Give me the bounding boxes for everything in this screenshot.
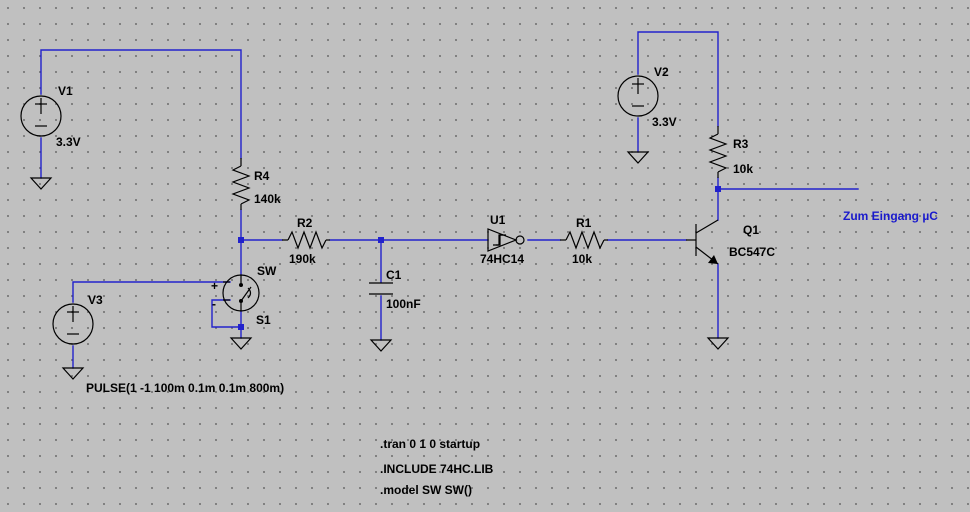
capacitor-c1[interactable] bbox=[369, 282, 393, 295]
ground-q1 bbox=[706, 337, 730, 350]
resistor-r2[interactable] bbox=[282, 230, 330, 250]
voltage-source-v1[interactable] bbox=[20, 95, 62, 137]
wire-switch-minus[interactable] bbox=[211, 299, 242, 328]
v3-name-label: V3 bbox=[88, 293, 103, 307]
u1-name-label: U1 bbox=[490, 213, 506, 227]
spice-directive-include[interactable]: .INCLUDE 74HC.LIB bbox=[380, 462, 494, 476]
wire-v3-plus[interactable] bbox=[72, 281, 231, 303]
voltage-source-v3[interactable] bbox=[52, 303, 94, 345]
wires bbox=[40, 31, 859, 369]
switch-s1[interactable] bbox=[222, 274, 260, 312]
q1-value-label: BC547C bbox=[729, 245, 775, 259]
schmitt-inverter-u1[interactable] bbox=[487, 228, 525, 252]
r3-name-label: R3 bbox=[733, 137, 749, 151]
resistor-r3[interactable] bbox=[708, 126, 728, 178]
spice-directive-tran[interactable]: .tran 0 1 0 startup bbox=[380, 437, 480, 451]
r4-name-label: R4 bbox=[254, 169, 270, 183]
v1-value-label: 3.3V bbox=[56, 135, 81, 149]
r2-name-label: R2 bbox=[297, 216, 313, 230]
ground-v3 bbox=[61, 367, 85, 380]
s1-name-label: S1 bbox=[256, 313, 271, 327]
v2-value-label: 3.3V bbox=[652, 115, 677, 129]
r4-value-label: 140k bbox=[254, 192, 281, 206]
junction-r3-output bbox=[715, 186, 721, 192]
q1-name-label: Q1 bbox=[743, 223, 759, 237]
junction-r4-r2 bbox=[238, 237, 244, 243]
r1-name-label: R1 bbox=[576, 216, 592, 230]
r1-value-label: 10k bbox=[572, 252, 592, 266]
voltage-source-v2[interactable] bbox=[617, 75, 659, 117]
junctions bbox=[238, 186, 721, 330]
ground-v1 bbox=[29, 177, 53, 190]
s1-minus-label: - bbox=[212, 297, 216, 311]
u1-value-label: 74HC14 bbox=[480, 252, 524, 266]
v1-name-label: V1 bbox=[58, 84, 73, 98]
c1-name-label: C1 bbox=[386, 268, 402, 282]
ground-c1 bbox=[369, 339, 393, 352]
s1-model-label: SW bbox=[257, 264, 277, 278]
r3-value-label: 10k bbox=[733, 162, 753, 176]
ground-switch bbox=[229, 337, 253, 350]
output-net-label: Zum Eingang µC bbox=[843, 209, 938, 223]
spice-directive-model[interactable]: .model SW SW() bbox=[380, 483, 472, 497]
junction-r2-c1 bbox=[378, 237, 384, 243]
wire-v1-r4[interactable] bbox=[40, 49, 242, 159]
wire-v2-r3[interactable] bbox=[637, 31, 719, 127]
junction-switch-gnd bbox=[238, 324, 244, 330]
v3-value-label: PULSE(1 -1 100m 0.1m 0.1m 800m) bbox=[86, 381, 284, 395]
ground-v2 bbox=[626, 151, 650, 164]
resistor-r4[interactable] bbox=[231, 158, 251, 210]
transistor-q1[interactable] bbox=[686, 219, 719, 265]
s1-plus-label: + bbox=[211, 279, 218, 293]
resistor-r1[interactable] bbox=[560, 230, 608, 250]
r2-value-label: 190k bbox=[289, 252, 316, 266]
v2-name-label: V2 bbox=[654, 65, 669, 79]
c1-value-label: 100nF bbox=[386, 297, 421, 311]
